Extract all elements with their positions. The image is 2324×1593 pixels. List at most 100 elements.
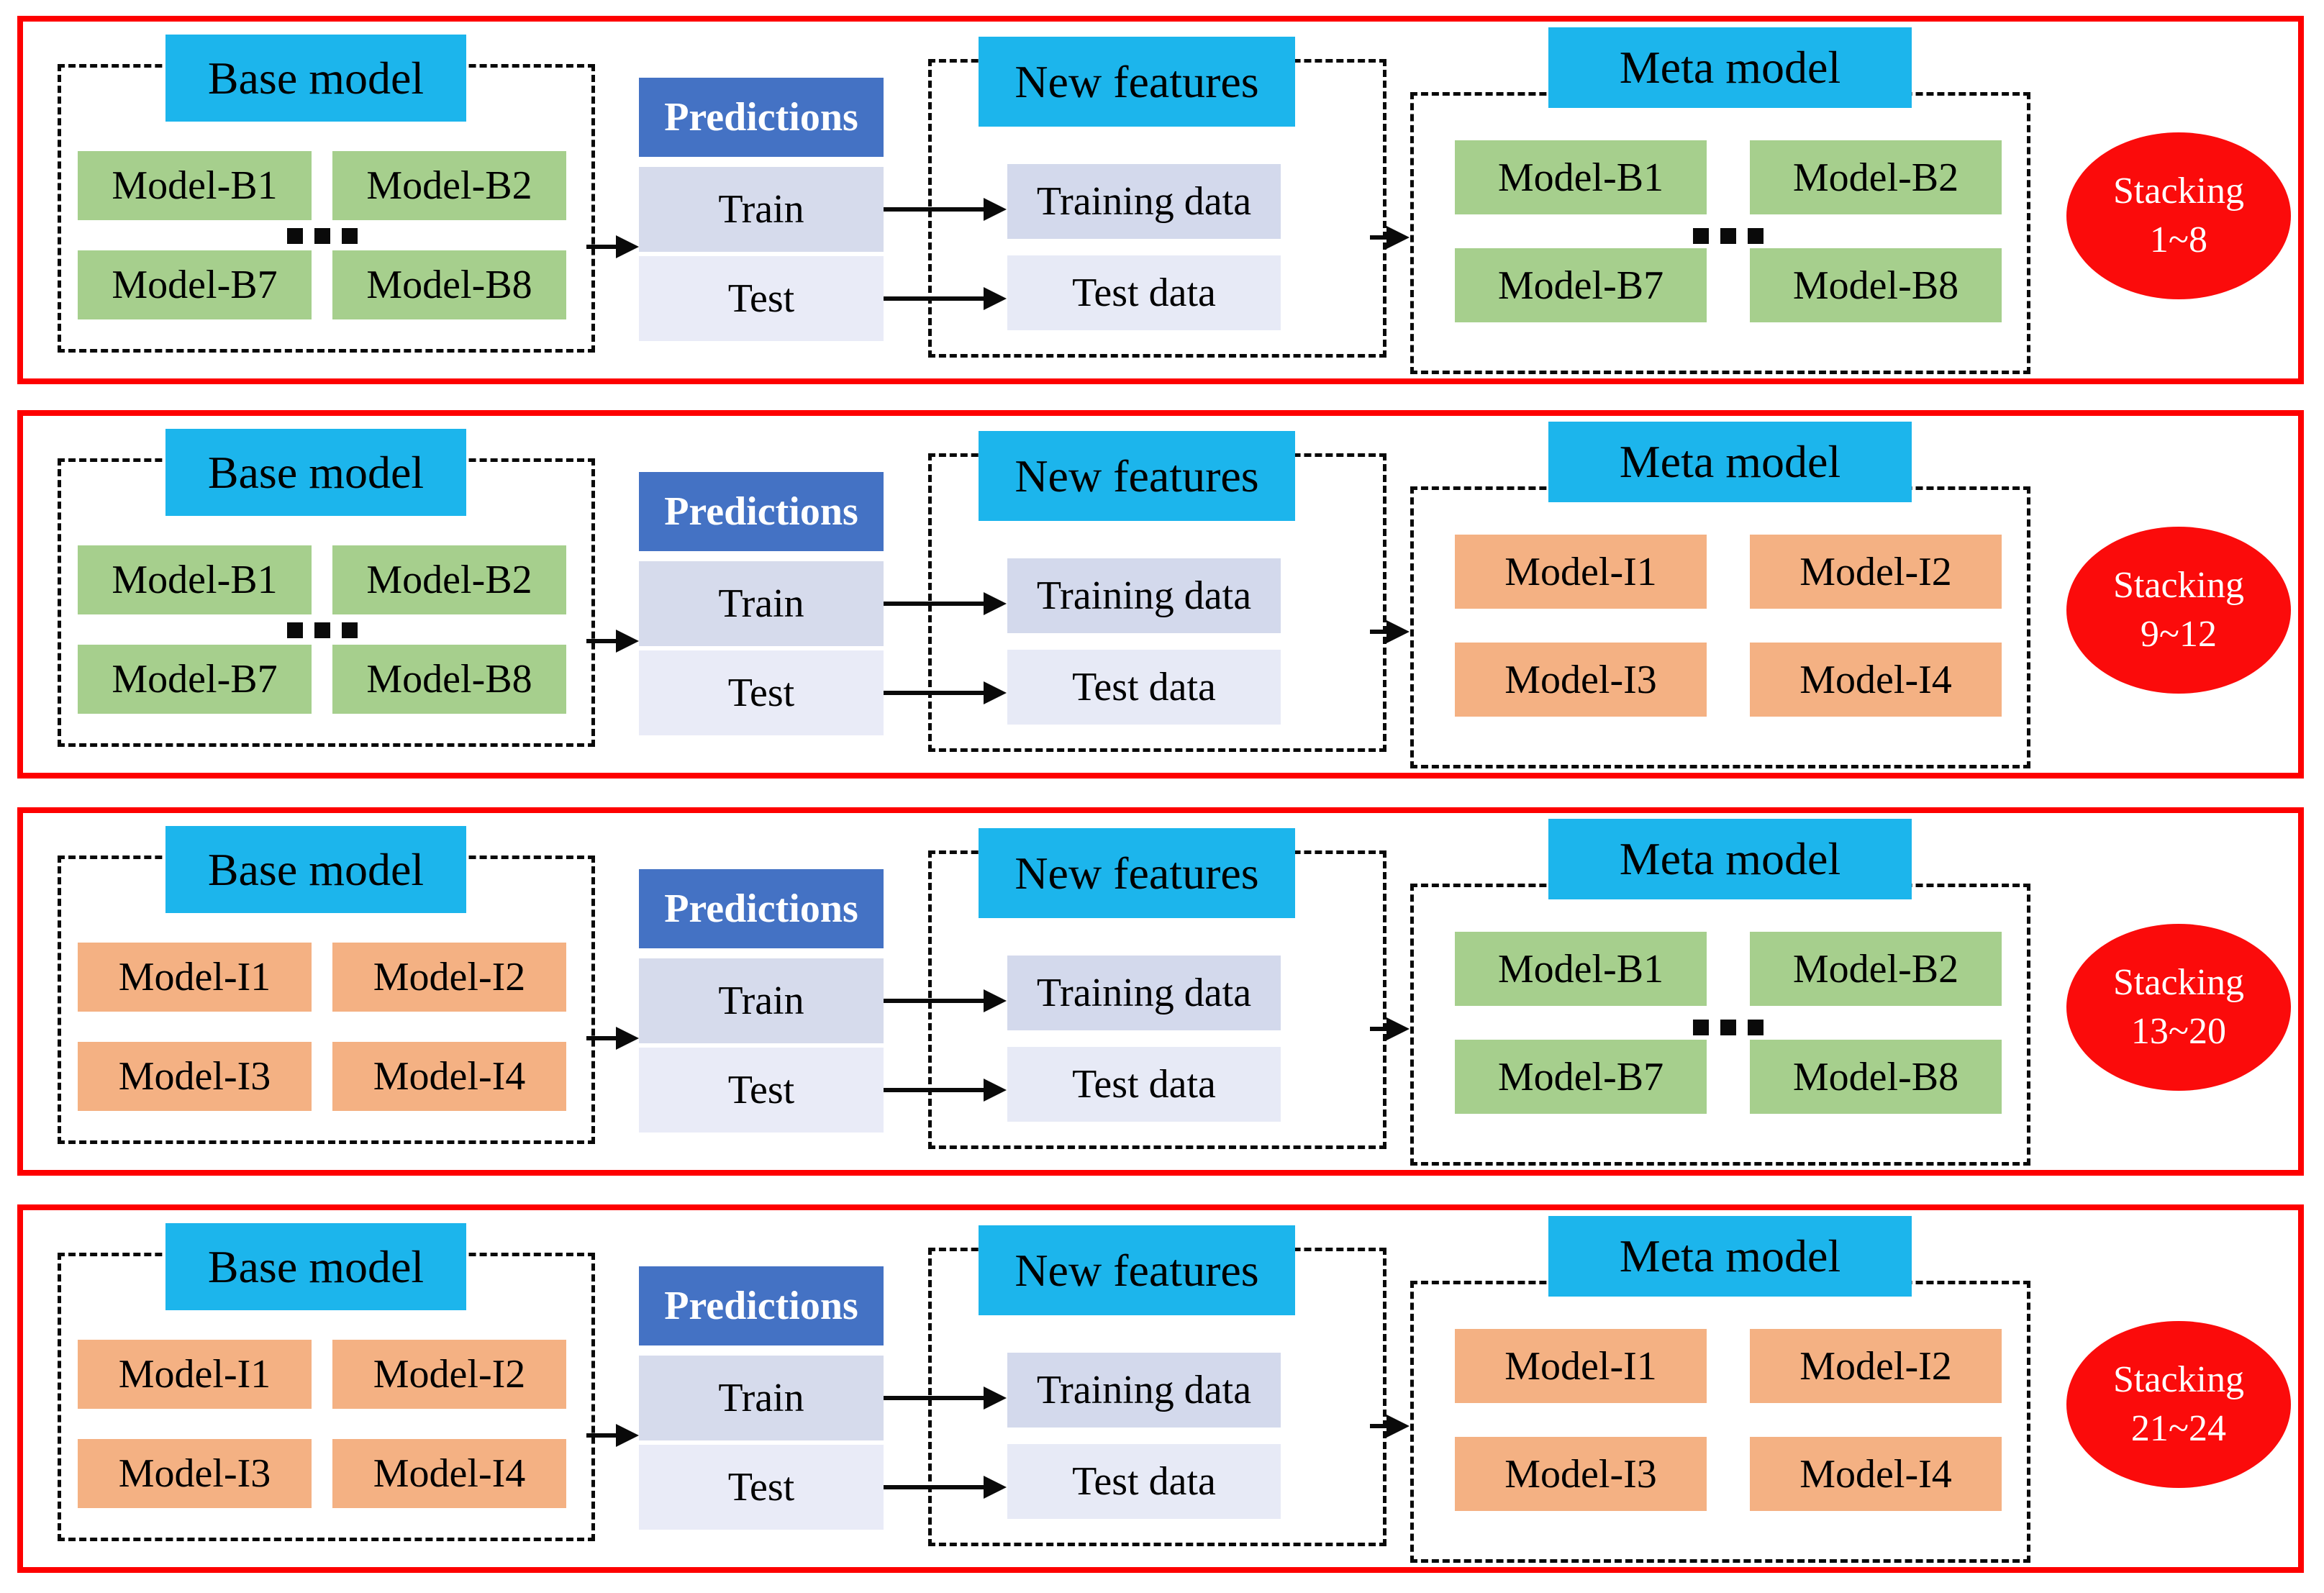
training-data-box: Training data xyxy=(1007,164,1281,239)
stacking-word: Stacking xyxy=(2113,1359,2244,1401)
base-model-box-2: Model-I2 xyxy=(332,943,566,1012)
meta-model-box-2: Model-I2 xyxy=(1750,535,2002,609)
stacking-ellipse: Stacking 9~12 xyxy=(2066,527,2291,694)
new-features-to-meta-arrow-icon xyxy=(1370,1424,1387,1428)
stacking-ellipse: Stacking 21~24 xyxy=(2066,1321,2291,1488)
new-features-to-meta-arrow-icon xyxy=(1370,235,1387,240)
test-box: Test xyxy=(639,1445,884,1530)
meta-model-header: Meta model xyxy=(1548,1216,1912,1297)
meta-model-box-1: Model-I1 xyxy=(1455,535,1707,609)
meta-model-group-frame xyxy=(1410,486,2030,768)
base-to-predictions-arrow-icon xyxy=(586,639,617,643)
base-model-box-2: Model-B2 xyxy=(332,151,566,220)
base-to-predictions-arrow-icon xyxy=(586,1433,617,1438)
meta-model-header: Meta model xyxy=(1548,422,1912,502)
meta-model-box-3: Model-B7 xyxy=(1455,248,1707,322)
meta-model-box-4: Model-B8 xyxy=(1750,1040,2002,1114)
train-to-training-data-arrow-icon xyxy=(884,602,984,606)
stacking-ellipse: Stacking 13~20 xyxy=(2066,924,2291,1091)
base-to-predictions-arrow-icon xyxy=(586,1036,617,1040)
base-model-header: Base model xyxy=(165,826,466,913)
test-to-test-data-arrow-icon xyxy=(884,691,984,695)
test-data-box: Test data xyxy=(1007,650,1281,725)
predictions-header: Predictions xyxy=(639,472,884,551)
meta-ellipsis-dots-icon xyxy=(1692,1019,1764,1036)
meta-model-box-3: Model-I3 xyxy=(1455,643,1707,717)
test-box: Test xyxy=(639,1048,884,1133)
base-model-box-1: Model-B1 xyxy=(78,151,312,220)
stacking-ellipse: Stacking 1~8 xyxy=(2066,132,2291,299)
train-box: Train xyxy=(639,958,884,1043)
base-ellipsis-dots-icon xyxy=(286,622,358,639)
base-model-box-2: Model-B2 xyxy=(332,545,566,614)
base-model-box-4: Model-I4 xyxy=(332,1042,566,1111)
predictions-header: Predictions xyxy=(639,78,884,157)
new-features-header: New features xyxy=(979,431,1295,521)
test-to-test-data-arrow-icon xyxy=(884,296,984,301)
stacking-word: Stacking xyxy=(2113,565,2244,607)
test-data-box: Test data xyxy=(1007,1047,1281,1122)
test-box: Test xyxy=(639,256,884,341)
base-model-box-1: Model-I1 xyxy=(78,1340,312,1409)
stacking-row-3: Base model Model-I1 Model-I2 Model-I3 Mo… xyxy=(17,807,2304,1176)
meta-model-header: Meta model xyxy=(1548,819,1912,899)
train-to-training-data-arrow-icon xyxy=(884,207,984,212)
meta-model-box-4: Model-I4 xyxy=(1750,643,2002,717)
test-to-test-data-arrow-icon xyxy=(884,1485,984,1489)
test-to-test-data-arrow-icon xyxy=(884,1088,984,1092)
meta-model-box-2: Model-B2 xyxy=(1750,932,2002,1006)
training-data-box: Training data xyxy=(1007,956,1281,1030)
base-to-predictions-arrow-icon xyxy=(586,245,617,249)
train-box: Train xyxy=(639,167,884,252)
stacking-word: Stacking xyxy=(2113,171,2244,212)
meta-model-box-1: Model-B1 xyxy=(1455,140,1707,214)
stacking-row-1: Base model Model-B1 Model-B2 Model-B7 Mo… xyxy=(17,16,2304,384)
meta-model-box-2: Model-I2 xyxy=(1750,1329,2002,1403)
new-features-to-meta-arrow-icon xyxy=(1370,1027,1387,1031)
base-model-box-4: Model-B8 xyxy=(332,645,566,714)
train-box: Train xyxy=(639,561,884,646)
meta-ellipsis-dots-icon xyxy=(1692,227,1764,245)
new-features-header: New features xyxy=(979,1225,1295,1315)
train-box: Train xyxy=(639,1356,884,1440)
meta-model-box-1: Model-B1 xyxy=(1455,932,1707,1006)
meta-model-box-3: Model-I3 xyxy=(1455,1437,1707,1511)
meta-model-box-3: Model-B7 xyxy=(1455,1040,1707,1114)
base-ellipsis-dots-icon xyxy=(286,227,358,245)
base-model-header: Base model xyxy=(165,429,466,516)
meta-model-box-4: Model-I4 xyxy=(1750,1437,2002,1511)
new-features-to-meta-arrow-icon xyxy=(1370,630,1387,634)
meta-model-box-1: Model-I1 xyxy=(1455,1329,1707,1403)
base-model-box-3: Model-I3 xyxy=(78,1042,312,1111)
test-data-box: Test data xyxy=(1007,255,1281,330)
base-model-box-3: Model-B7 xyxy=(78,645,312,714)
new-features-header: New features xyxy=(979,828,1295,918)
test-data-box: Test data xyxy=(1007,1444,1281,1519)
meta-model-header: Meta model xyxy=(1548,27,1912,108)
base-model-header: Base model xyxy=(165,1223,466,1310)
base-model-box-3: Model-I3 xyxy=(78,1439,312,1508)
base-model-box-1: Model-I1 xyxy=(78,943,312,1012)
stacking-row-4: Base model Model-I1 Model-I2 Model-I3 Mo… xyxy=(17,1204,2304,1573)
base-model-box-1: Model-B1 xyxy=(78,545,312,614)
meta-model-box-2: Model-B2 xyxy=(1750,140,2002,214)
meta-model-group-frame xyxy=(1410,1281,2030,1563)
new-features-header: New features xyxy=(979,37,1295,127)
stacking-word: Stacking xyxy=(2113,962,2244,1004)
base-model-box-4: Model-I4 xyxy=(332,1439,566,1508)
stacking-range: 13~20 xyxy=(2130,1011,2227,1052)
base-model-box-4: Model-B8 xyxy=(332,250,566,319)
test-box: Test xyxy=(639,650,884,735)
stacking-range: 1~8 xyxy=(2149,219,2208,260)
train-to-training-data-arrow-icon xyxy=(884,1396,984,1400)
train-to-training-data-arrow-icon xyxy=(884,999,984,1003)
base-model-box-3: Model-B7 xyxy=(78,250,312,319)
predictions-header: Predictions xyxy=(639,869,884,948)
stacking-range: 21~24 xyxy=(2130,1408,2227,1449)
training-data-box: Training data xyxy=(1007,1353,1281,1428)
meta-model-box-4: Model-B8 xyxy=(1750,248,2002,322)
stacking-range: 9~12 xyxy=(2140,614,2218,655)
predictions-header: Predictions xyxy=(639,1266,884,1345)
base-model-header: Base model xyxy=(165,35,466,122)
base-model-box-2: Model-I2 xyxy=(332,1340,566,1409)
